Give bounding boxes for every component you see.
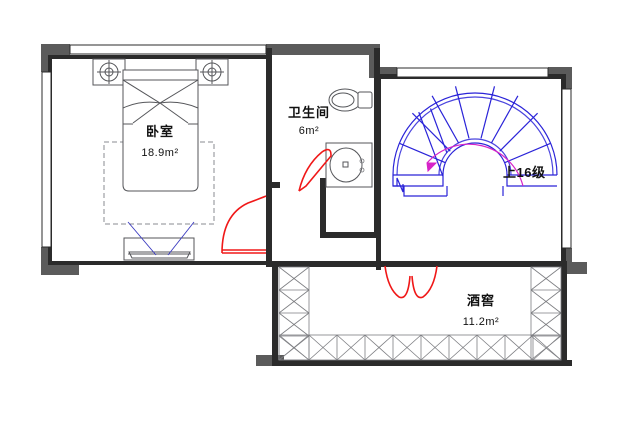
wall-bedroom-top-inner xyxy=(48,55,266,59)
bathroom-floor xyxy=(280,55,380,235)
stair-treads xyxy=(393,86,557,177)
wall-top-bathroom xyxy=(288,44,380,55)
wall-cellar-right xyxy=(561,261,567,366)
wine-rack-bottom xyxy=(278,334,562,361)
stair-outer-arc xyxy=(392,92,558,176)
bedroom-left-window xyxy=(41,71,52,248)
wall-hall-left xyxy=(266,188,272,265)
wall-bottom-left-stub xyxy=(41,264,79,275)
bathroom-area: 6m² xyxy=(299,125,319,137)
wine-racks xyxy=(278,266,562,361)
bathroom-fixtures xyxy=(325,88,373,188)
doors xyxy=(221,148,438,299)
wall-bath-bottom xyxy=(320,232,380,238)
stair-label: 上16级 xyxy=(503,165,546,180)
bedroom-furniture xyxy=(92,58,229,261)
wall-stair-right-upper xyxy=(561,67,572,89)
stair-inner-arc xyxy=(442,142,508,176)
room-labels: 卧室 18.9m² 卫生间 6m² 酒窖 11.2m² 上16级 xyxy=(141,105,546,328)
wall-bedroom-bottom-inner xyxy=(48,261,276,265)
wall-right-cellar-nub xyxy=(561,262,587,274)
wall-bedroom-bath-partition xyxy=(266,48,272,188)
sink xyxy=(325,142,373,188)
bed-headboard xyxy=(122,69,199,81)
sight-line-right xyxy=(167,221,195,256)
bed xyxy=(122,79,199,192)
cellar-floor xyxy=(276,268,572,366)
wall-stair-top-left-stub xyxy=(369,67,397,78)
wall-left-lower xyxy=(41,247,52,275)
wall-bath-sink-partition xyxy=(320,178,326,238)
stair-direction-arc xyxy=(426,143,524,187)
wall-cellar-bottom-left-stub xyxy=(256,355,284,366)
tv-screen xyxy=(128,251,191,259)
stair-direction-arrow xyxy=(426,162,438,173)
bedroom-area: 18.9m² xyxy=(141,147,178,159)
bathroom-label: 卫生间 xyxy=(288,105,330,120)
wall-cellar-left xyxy=(272,261,278,366)
tv-cabinet xyxy=(123,237,195,261)
wall-top-bedroom-right-stub xyxy=(266,44,288,55)
stair-top-window xyxy=(396,67,549,78)
stair-break-symbol xyxy=(393,177,404,193)
wall-stair-top-right-stub xyxy=(548,67,572,78)
wall-cellar-bottom xyxy=(272,360,572,366)
cellar-door-left-arc xyxy=(384,265,411,299)
cellar-door-right-arc xyxy=(411,265,438,299)
sight-line-left xyxy=(127,221,157,256)
wall-top-left-stub xyxy=(41,44,70,55)
wall-stair-left-inner xyxy=(376,74,381,270)
windows xyxy=(41,44,572,249)
bedroom-top-window xyxy=(69,44,267,55)
stair-outer-arc-2 xyxy=(396,96,554,176)
stair-bottom-treads xyxy=(392,175,557,197)
bed-fold-left xyxy=(132,102,161,124)
bathroom-door-arc xyxy=(298,148,332,192)
bathroom-door-leaf xyxy=(298,155,332,192)
fan-staircase xyxy=(392,86,558,197)
wall-bath-door-jamb xyxy=(266,182,280,188)
wall-hall-cellar-divider xyxy=(266,261,566,267)
wall-left-upper xyxy=(41,44,52,72)
toilet xyxy=(328,88,373,112)
hall-door-arc xyxy=(221,195,267,254)
nightstand-right-lamp xyxy=(200,60,224,84)
nightstand-left-lamp xyxy=(97,60,121,84)
bed-fold-right xyxy=(159,102,189,124)
bedroom-label: 卧室 xyxy=(146,124,174,139)
stair-hall-floor xyxy=(380,78,570,268)
stair-right-window xyxy=(561,88,572,249)
cellar-area: 11.2m² xyxy=(463,316,499,328)
cellar-label: 酒窖 xyxy=(467,293,495,308)
